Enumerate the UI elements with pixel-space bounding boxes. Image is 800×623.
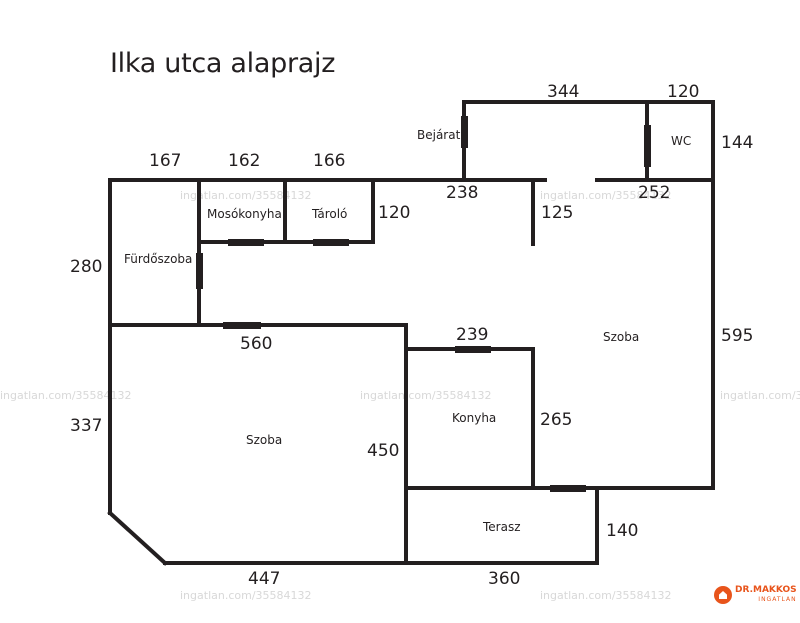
door-bejarat <box>461 116 468 148</box>
agency-logo: DR.MAKKOS INGATLAN <box>714 586 797 604</box>
dimension-label: 125 <box>541 203 573 223</box>
watermark-text: ingatlan.com/35584132 <box>180 189 312 202</box>
door-tarolo <box>313 239 349 246</box>
dimension-label: 560 <box>240 334 272 354</box>
dimension-label: 337 <box>70 416 102 436</box>
dimension-label: 595 <box>721 326 753 346</box>
room-label-wc: WC <box>671 134 691 148</box>
dimension-labels: 344 120 144 167 162 166 238 252 120 125 … <box>70 82 753 589</box>
dimension-label: 140 <box>606 521 638 541</box>
dimension-label: 344 <box>547 82 579 102</box>
dimension-label: 167 <box>149 151 181 171</box>
dimension-label: 265 <box>540 410 572 430</box>
watermark-text: ingatlan.com/35584132 <box>540 589 672 602</box>
door-terasz <box>550 485 586 492</box>
dimension-label: 450 <box>367 441 399 461</box>
watermarks: ingatlan.com/35584132 ingatlan.com/35584… <box>0 189 800 602</box>
room-label-szoba-left: Szoba <box>246 433 282 447</box>
dimension-label: 239 <box>456 325 488 345</box>
dimension-label: 280 <box>70 257 102 277</box>
watermark-text: ingatlan.com/35584132 <box>180 589 312 602</box>
wall <box>107 510 168 566</box>
dimension-label: 360 <box>488 569 520 589</box>
door-wc <box>644 125 651 167</box>
watermark-text: ingatlan.com/35584132 <box>720 389 800 402</box>
room-label-furdoszoba: Fürdőszoba <box>124 252 192 266</box>
watermark-text: ingatlan.com/35584132 <box>0 389 132 402</box>
door-szoba-left <box>223 322 261 329</box>
door-furdoszoba <box>196 253 203 289</box>
room-label-konyha: Konyha <box>452 411 496 425</box>
room-label-mosokonyha: Mosókonyha <box>207 207 282 221</box>
dimension-label: 447 <box>248 569 280 589</box>
watermark-text: ingatlan.com/35584132 <box>360 389 492 402</box>
house-icon <box>714 586 732 604</box>
dimension-label: 166 <box>313 151 345 171</box>
dimension-label: 144 <box>721 133 753 153</box>
dimension-label: 238 <box>446 183 478 203</box>
watermark-text: ingatlan.com/35584132 <box>540 189 672 202</box>
logo-subtitle: INGATLAN <box>758 596 797 603</box>
dimension-label: 252 <box>638 183 670 203</box>
door-mosokonyha <box>228 239 264 246</box>
doors <box>196 116 651 492</box>
room-label-szoba-right: Szoba <box>603 330 639 344</box>
dimension-label: 120 <box>378 203 410 223</box>
dimension-label: 120 <box>667 82 699 102</box>
plan-title: Ilka utca alaprajz <box>110 48 336 79</box>
logo-name: DR.MAKKOS <box>735 585 797 595</box>
room-label-bejarat: Bejárat <box>417 128 461 142</box>
door-konyha <box>455 346 491 353</box>
dimension-label: 162 <box>228 151 260 171</box>
room-labels: Bejárat WC Mosókonyha Tároló Fürdőszoba … <box>124 128 691 534</box>
room-label-tarolo: Tároló <box>311 207 347 221</box>
room-label-terasz: Terasz <box>482 520 521 534</box>
